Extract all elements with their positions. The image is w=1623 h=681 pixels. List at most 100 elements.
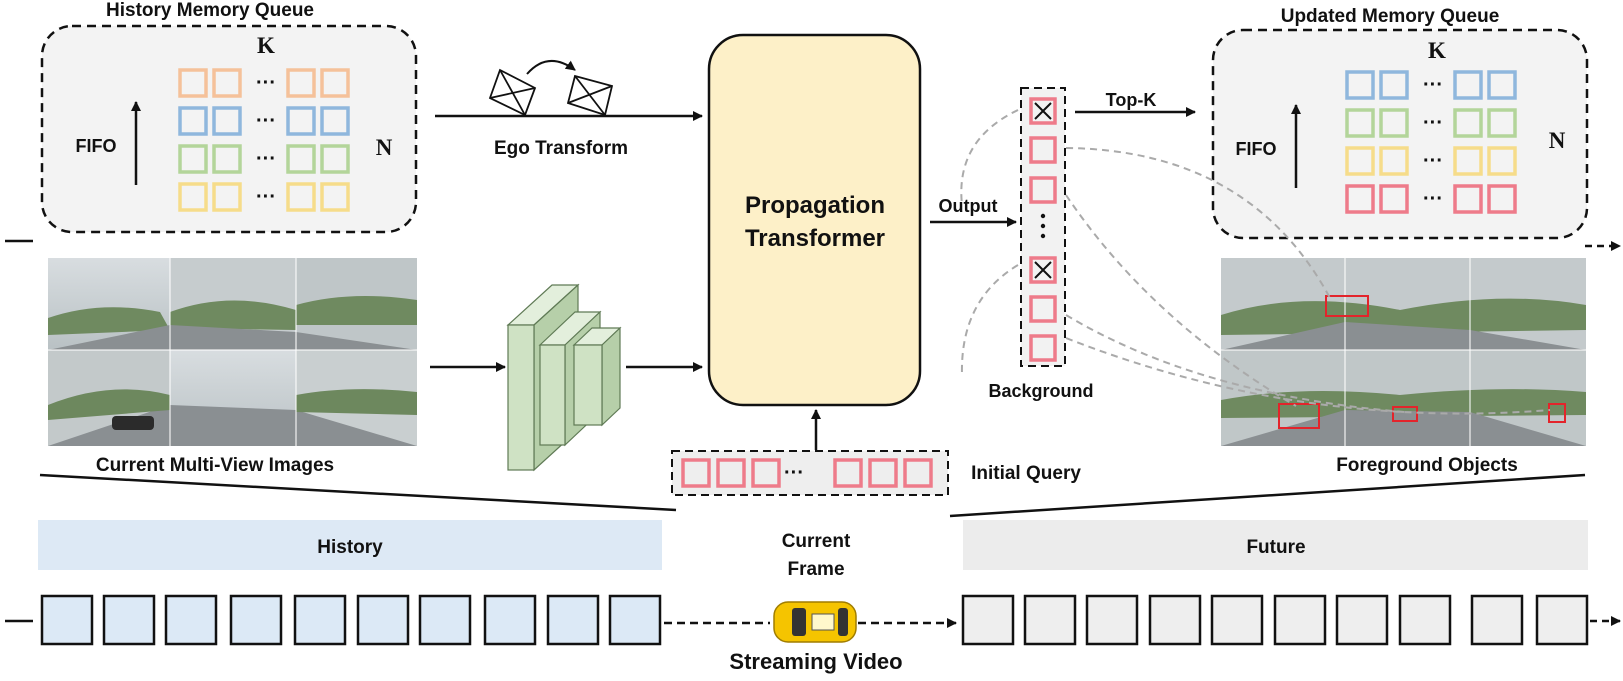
history-memory-ellipsis: ···: [256, 72, 276, 94]
output-query-slot: [1029, 334, 1057, 362]
future-frame: [1470, 594, 1524, 646]
history-bracket-left: [39, 473, 677, 512]
history-memory-panel: [40, 24, 418, 234]
updated-memory-slot: [1453, 184, 1483, 214]
history-frame: [102, 594, 156, 646]
backbone-block-3-front: [573, 344, 603, 426]
output-query-slot: [1029, 295, 1057, 323]
history-label: History: [317, 537, 383, 558]
roadside-trees: [48, 296, 417, 335]
ego-transform-label: Ego Transform: [494, 138, 628, 159]
history-memory-slot: [178, 182, 208, 212]
detection-box-3: [1392, 406, 1418, 422]
updated-memory-slot: [1487, 184, 1517, 214]
propagation-transformer-box: [707, 33, 922, 407]
history-frame: [546, 594, 600, 646]
history-frames: [40, 594, 662, 646]
backbone-block-2-front: [539, 344, 566, 446]
initial-query: ··· Initial Query: [671, 409, 1081, 496]
history-memory-grid: ············: [178, 68, 350, 212]
initial-query-slot: [716, 458, 746, 488]
backbone-block-1-front: [507, 324, 535, 471]
history-memory-slot: [212, 182, 242, 212]
updated-memory-slot: [1379, 70, 1409, 100]
history-k-label: K: [257, 33, 275, 58]
future-frame: [961, 594, 1015, 646]
updated-memory-slot: [1487, 70, 1517, 100]
background-label: Background: [988, 381, 1093, 401]
background-dashed-link-1: [960, 109, 1019, 206]
camera-pose-icon-after: [566, 74, 614, 117]
history-frame: [483, 594, 537, 646]
output-query-slot: [1029, 97, 1057, 125]
image-backbone: [506, 283, 622, 472]
history-memory-slot: [320, 144, 350, 174]
discarded-query-cross-icon: [1034, 261, 1052, 279]
history-memory-slot: [178, 106, 208, 136]
output-query-slot: [1029, 176, 1057, 204]
future-label: Future: [1246, 537, 1305, 558]
updated-memory-slot: [1345, 108, 1375, 138]
pose-rotation-arrow: [526, 60, 576, 75]
detection-boxes: [1278, 295, 1566, 429]
future-frame: [1210, 594, 1264, 646]
output-query-slot: [1029, 136, 1057, 164]
future-frame: [1273, 594, 1327, 646]
detection-box-2: [1278, 403, 1320, 429]
parked-car: [112, 416, 154, 430]
output-query-ellipsis-dot: [1040, 233, 1046, 239]
history-memory-slot: [212, 68, 242, 98]
future-band: [963, 520, 1588, 570]
fg-trees: [1221, 298, 1586, 418]
current-frame-line2: Frame: [787, 559, 844, 580]
current-images-label: Current Multi-View Images: [96, 455, 334, 476]
history-memory-title: History Memory Queue: [106, 0, 314, 21]
updated-memory-slot: [1345, 184, 1375, 214]
background-dashed-link-2: [960, 264, 1019, 376]
initial-query-slots: ···: [681, 458, 933, 488]
lower-trees: [48, 389, 417, 420]
road-surface: [48, 325, 417, 446]
updated-memory-slot: [1345, 70, 1375, 100]
updated-memory-ellipsis: ···: [1423, 150, 1443, 172]
streaming-video-label: Streaming Video: [729, 649, 902, 674]
updated-memory-ellipsis: ···: [1423, 74, 1443, 96]
updated-memory-slot: [1487, 108, 1517, 138]
updated-memory-slot: [1487, 146, 1517, 176]
history-frame: [40, 594, 94, 646]
car-roof-sign: [811, 613, 835, 631]
updated-memory-slot: [1453, 146, 1483, 176]
output-queries: Output Top-K Background: [930, 87, 1196, 401]
discarded-query-cross-icon: [1034, 102, 1052, 120]
future-frame: [1398, 594, 1452, 646]
history-memory-slot: [320, 106, 350, 136]
initial-query-slot: [751, 458, 781, 488]
future-frame: [1535, 594, 1589, 646]
history-memory-ellipsis: ···: [256, 186, 276, 208]
history-memory-slot: [286, 182, 316, 212]
future-frame: [1023, 594, 1077, 646]
initial-query-ellipsis: ···: [784, 462, 804, 484]
current-frame-line1: Current: [782, 531, 851, 552]
history-memory-slot: [320, 68, 350, 98]
history-memory-ellipsis: ···: [256, 148, 276, 170]
history-memory-queue: History Memory Queue K N FIFO ··········…: [40, 0, 418, 234]
history-frame: [608, 594, 662, 646]
query-object-links: [1065, 147, 1551, 415]
propagation-transformer-line2: Transformer: [745, 225, 885, 252]
updated-memory-title: Updated Memory Queue: [1281, 6, 1500, 27]
updated-memory-ellipsis: ···: [1423, 112, 1443, 134]
propagation-transformer: Propagation Transformer: [707, 33, 922, 407]
history-memory-slot: [178, 144, 208, 174]
history-frame: [356, 594, 410, 646]
propagation-transformer-line1: Propagation: [745, 192, 885, 219]
timeline: History Future Current Frame Streaming V…: [5, 239, 1621, 674]
history-band: [38, 520, 662, 570]
future-bracket-right: [949, 473, 1586, 518]
car-rear-window: [838, 608, 848, 636]
future-frames: [961, 594, 1589, 646]
detection-box-4: [1548, 403, 1566, 423]
updated-fifo-label: FIFO: [1236, 139, 1277, 159]
updated-memory-slot: [1345, 146, 1375, 176]
